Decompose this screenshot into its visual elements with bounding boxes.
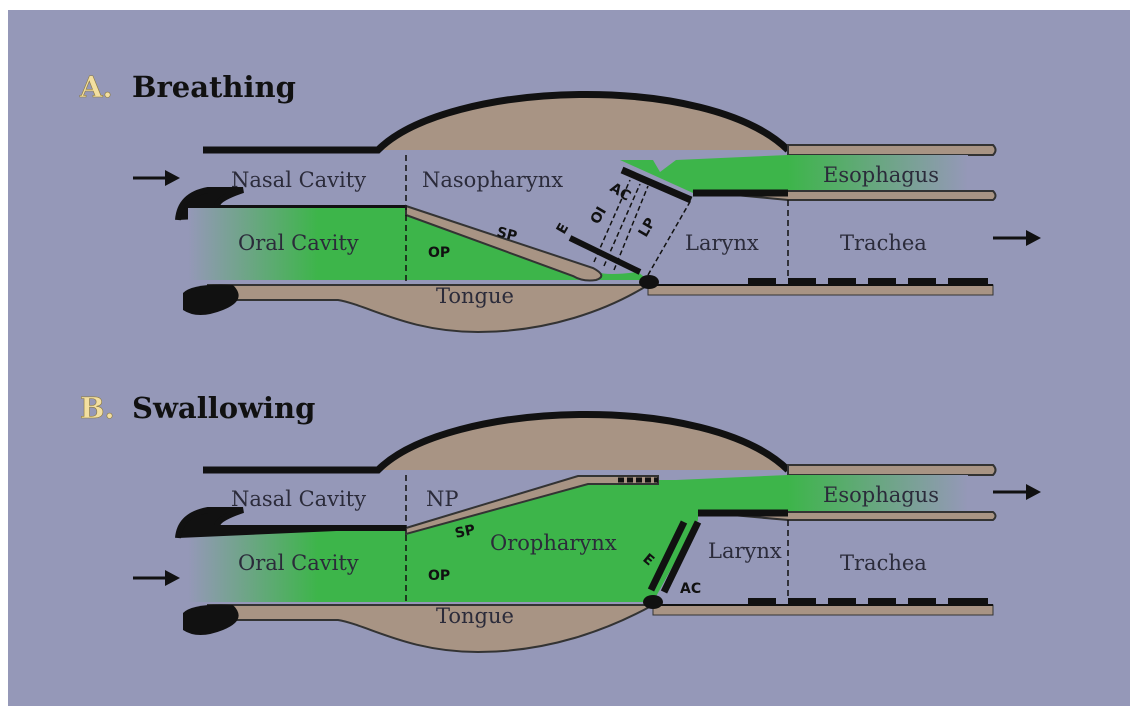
label-nasal-cavity: Nasal Cavity	[231, 168, 366, 192]
label-oral-cavity: Oral Cavity	[238, 231, 359, 255]
label-nasopharynx: Nasopharynx	[422, 168, 563, 192]
esophagus-upper-wall	[788, 145, 996, 155]
diagram-canvas: A. Breathing	[8, 10, 1130, 706]
label-np: NP	[426, 487, 459, 511]
panel-a-letter: A.	[79, 70, 113, 104]
esophagus-upper-wall-b	[788, 465, 996, 475]
label-trachea-b: Trachea	[840, 551, 927, 575]
label-op-b: OP	[428, 568, 450, 584]
label-nasal-cavity-b: Nasal Cavity	[231, 487, 366, 511]
label-esophagus-b: Esophagus	[823, 483, 939, 507]
hyoid-node	[639, 275, 659, 289]
label-op: OP	[428, 245, 450, 261]
panel-b-title: Swallowing	[132, 391, 315, 425]
label-larynx-b: Larynx	[708, 539, 782, 563]
label-oropharynx: Oropharynx	[490, 531, 617, 555]
panel-b-letter: B.	[80, 391, 115, 425]
label-tongue-b: Tongue	[436, 604, 514, 628]
label-larynx: Larynx	[685, 231, 759, 255]
label-ac-b: AC	[680, 581, 701, 597]
hyoid-node-b	[643, 595, 663, 609]
airway-diagram: A. Breathing	[8, 10, 1130, 706]
label-oral-cavity-b: Oral Cavity	[238, 551, 359, 575]
label-tongue: Tongue	[436, 284, 514, 308]
label-esophagus: Esophagus	[823, 163, 939, 187]
trachea-floor	[648, 285, 993, 295]
label-trachea: Trachea	[840, 231, 927, 255]
panel-a-title: Breathing	[132, 70, 296, 104]
trachea-floor-b	[653, 605, 993, 615]
